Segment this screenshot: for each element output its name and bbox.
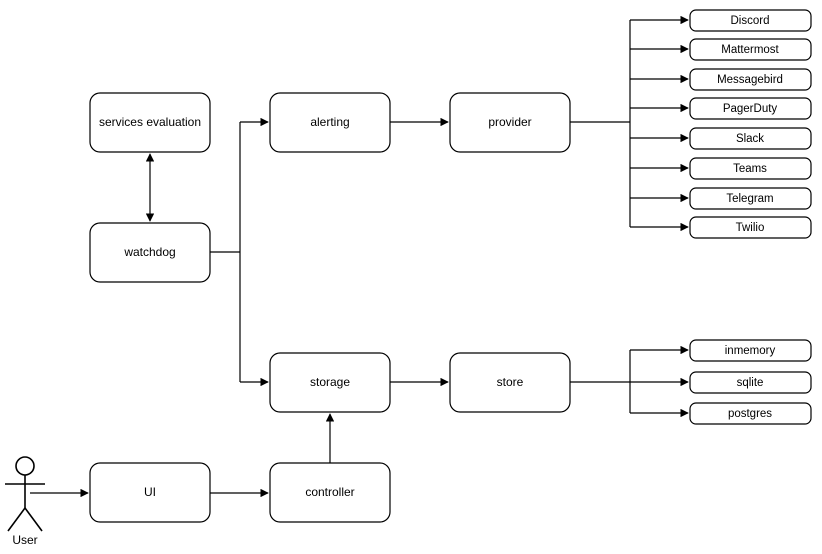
node-storage-shape[interactable] xyxy=(269,352,391,413)
leaf-pagerduty-shape[interactable] xyxy=(689,97,812,120)
leaf-twilio-shape[interactable] xyxy=(689,216,812,239)
leaf-messagebird-label: Messagebird xyxy=(717,74,783,86)
node-alerting-shape[interactable] xyxy=(269,92,391,153)
user-actor: User xyxy=(5,456,45,547)
node-watchdog[interactable]: watchdog xyxy=(89,222,211,283)
provider-leaves-layer: Discord Mattermost Messagebird PagerDuty xyxy=(630,9,812,239)
node-controller-label: controller xyxy=(305,485,354,499)
stick-figure-right-leg-icon xyxy=(24,507,43,532)
leaf-telegram[interactable]: Telegram xyxy=(630,187,812,210)
node-store-shape[interactable] xyxy=(449,352,571,413)
node-controller-shape[interactable] xyxy=(269,462,391,523)
leaf-teams-label: Teams xyxy=(733,163,767,175)
node-ui-label: UI xyxy=(144,485,156,499)
node-watchdog-shape[interactable] xyxy=(89,222,211,283)
leaf-telegram-shape[interactable] xyxy=(689,187,812,210)
leaf-discord-label: Discord xyxy=(731,15,770,27)
nodes-layer: services evaluation watchdog alerting pr… xyxy=(89,92,571,523)
leaf-inmemory[interactable]: inmemory xyxy=(630,339,812,362)
node-alerting-label: alerting xyxy=(310,115,349,129)
leaf-inmemory-shape[interactable] xyxy=(689,339,812,362)
leaf-messagebird[interactable]: Messagebird xyxy=(630,68,812,91)
leaf-postgres-shape[interactable] xyxy=(689,402,812,425)
leaf-telegram-label: Telegram xyxy=(726,193,773,205)
node-store[interactable]: store xyxy=(449,352,571,413)
leaf-mattermost[interactable]: Mattermost xyxy=(630,38,812,61)
node-watchdog-label: watchdog xyxy=(123,245,175,259)
node-storage[interactable]: storage xyxy=(269,352,391,413)
node-services-evaluation-shape[interactable] xyxy=(89,92,211,153)
node-provider-shape[interactable] xyxy=(449,92,571,153)
leaf-twilio[interactable]: Twilio xyxy=(630,216,812,239)
leaf-teams[interactable]: Teams xyxy=(630,157,812,180)
leaf-mattermost-label: Mattermost xyxy=(721,44,779,56)
node-services-evaluation[interactable]: services evaluation xyxy=(89,92,211,153)
leaf-sqlite-shape[interactable] xyxy=(689,371,812,394)
leaf-discord-shape[interactable] xyxy=(689,9,812,32)
leaf-pagerduty-label: PagerDuty xyxy=(723,103,778,115)
stick-figure-head-icon xyxy=(15,456,35,476)
leaf-sqlite-label: sqlite xyxy=(737,377,764,389)
node-provider[interactable]: provider xyxy=(449,92,571,153)
node-services-evaluation-label: services evaluation xyxy=(99,115,201,129)
leaf-twilio-label: Twilio xyxy=(736,222,765,234)
leaf-discord[interactable]: Discord xyxy=(630,9,812,32)
edges-layer xyxy=(30,20,631,498)
node-controller[interactable]: controller xyxy=(269,462,391,523)
node-storage-label: storage xyxy=(310,375,350,389)
leaf-sqlite[interactable]: sqlite xyxy=(630,371,812,394)
leaf-teams-shape[interactable] xyxy=(689,157,812,180)
leaf-mattermost-shape[interactable] xyxy=(689,38,812,61)
leaf-slack-label: Slack xyxy=(736,133,764,145)
store-leaves-layer: inmemory sqlite postgres xyxy=(630,339,812,425)
user-actor-label: User xyxy=(12,533,37,547)
node-store-label: store xyxy=(497,375,524,389)
leaf-pagerduty[interactable]: PagerDuty xyxy=(630,97,812,120)
leaf-messagebird-shape[interactable] xyxy=(689,68,812,91)
node-ui[interactable]: UI xyxy=(89,462,211,523)
node-provider-label: provider xyxy=(488,115,531,129)
leaf-inmemory-label: inmemory xyxy=(725,345,776,357)
leaf-postgres[interactable]: postgres xyxy=(630,402,812,425)
node-alerting[interactable]: alerting xyxy=(269,92,391,153)
stick-figure-left-leg-icon xyxy=(7,507,26,532)
leaf-slack[interactable]: Slack xyxy=(630,127,812,150)
leaf-postgres-label: postgres xyxy=(728,408,772,420)
leaf-slack-shape[interactable] xyxy=(689,127,812,150)
node-ui-shape[interactable] xyxy=(89,462,211,523)
